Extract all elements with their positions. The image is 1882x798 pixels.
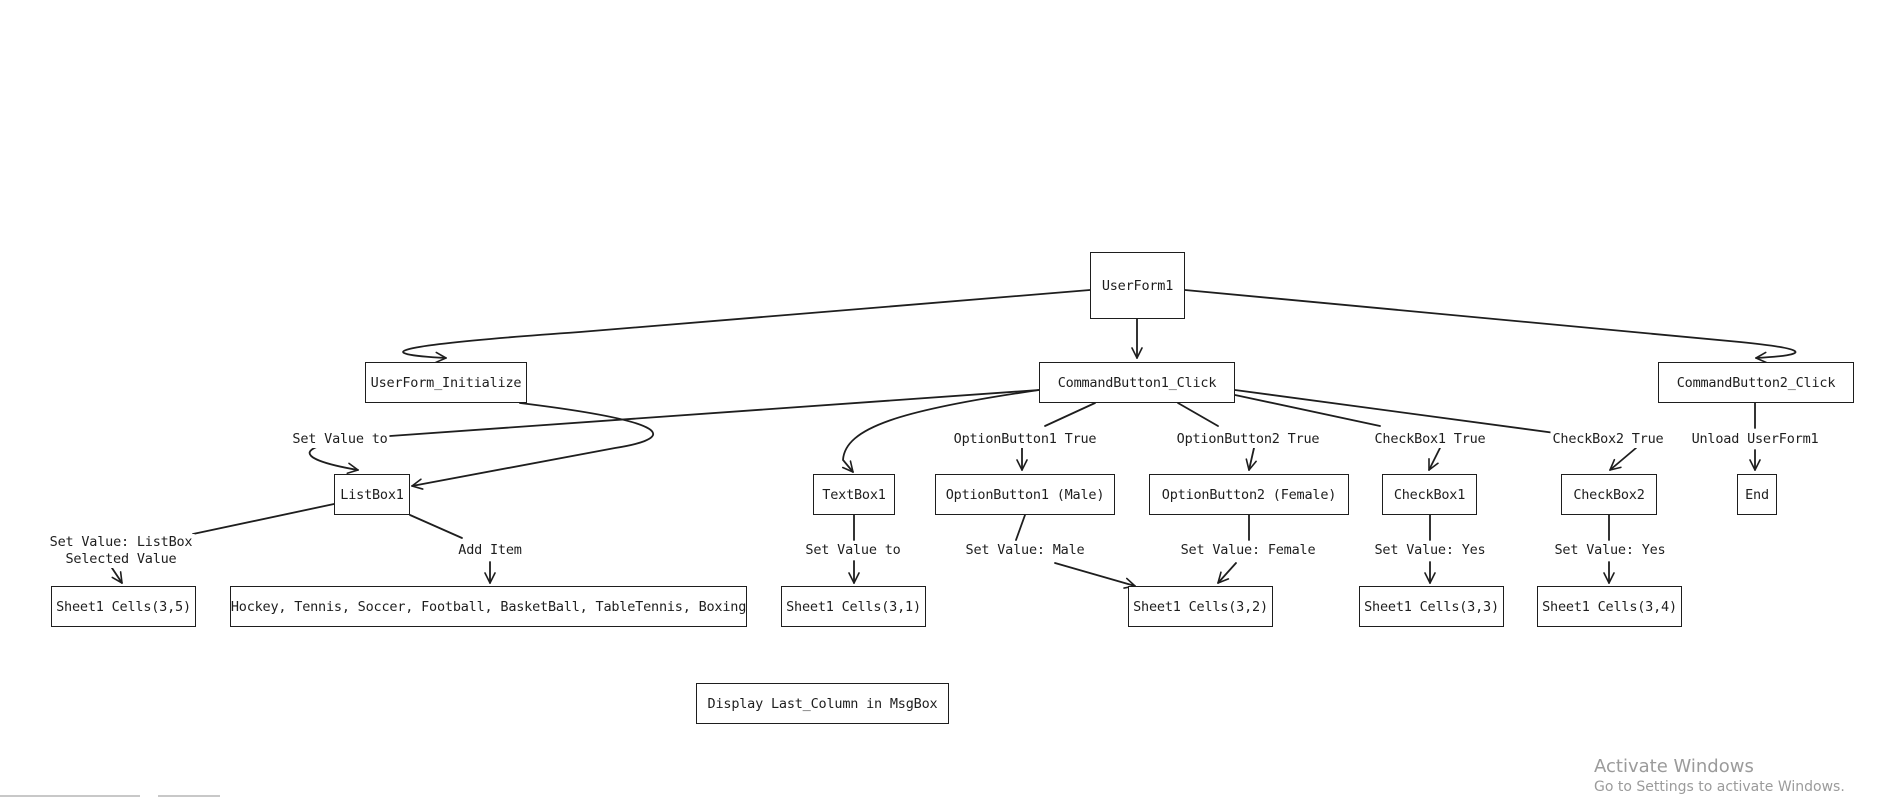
edge-label-set-value-female: Set Value: Female — [1178, 541, 1318, 559]
edge-ob2-label-to-box — [1245, 447, 1257, 471]
edge-male-to-cells32 — [1054, 562, 1136, 589]
activate-windows-watermark: Activate Windows Go to Settings to activ… — [1594, 756, 1845, 796]
node-sheet1-cells-3-4: Sheet1 Cells(3,4) — [1537, 586, 1682, 627]
edge-cb1-to-textbox — [841, 389, 1040, 473]
node-sheet1-cells-3-1: Sheet1 Cells(3,1) — [781, 586, 926, 627]
node-commandbutton1-click: CommandButton1_Click — [1039, 362, 1235, 403]
edge-cb1-to-cbx2 — [1234, 389, 1556, 434]
edge-ob1-to-male — [1015, 514, 1026, 541]
edge-label-checkbox1-true: CheckBox1 True — [1372, 430, 1488, 448]
node-userform-initialize: UserForm_Initialize — [365, 362, 527, 403]
edge-cbx2-label-to-box — [1609, 447, 1637, 471]
edge-label-add-item: Add Item — [456, 541, 524, 559]
watermark-subtitle: Go to Settings to activate Windows. — [1594, 779, 1845, 795]
node-sheet1-cells-3-3: Sheet1 Cells(3,3) — [1359, 586, 1504, 627]
node-optionbutton2-female: OptionButton2 (Female) — [1149, 474, 1349, 515]
edge-uf1-to-init — [402, 289, 1091, 364]
node-sheet1-cells-3-5: Sheet1 Cells(3,5) — [51, 586, 196, 627]
node-sports-items: Hockey, Tennis, Soccer, Football, Basket… — [230, 586, 747, 627]
edge-cb1-to-cbx1 — [1234, 394, 1381, 427]
node-listbox1: ListBox1 — [334, 474, 410, 515]
taskbar-fragment — [158, 795, 220, 797]
edge-cb1-to-ob1 — [1044, 402, 1096, 427]
node-checkbox1: CheckBox1 — [1382, 474, 1477, 515]
edge-uf1-to-cb2 — [1184, 289, 1797, 364]
edge-cbx1-label-to-box — [1428, 447, 1441, 471]
node-commandbutton2-click: CommandButton2_Click — [1658, 362, 1854, 403]
edge-label-set-value-yes-2: Set Value: Yes — [1552, 541, 1668, 559]
edge-label-set-value-male: Set Value: Male — [963, 541, 1087, 559]
edge-label-set-value-to-listbox: Set Value to — [290, 430, 390, 448]
edge-female-to-cells32 — [1217, 562, 1237, 584]
node-end: End — [1737, 474, 1777, 515]
edge-label-unload-userform1: Unload UserForm1 — [1689, 430, 1821, 448]
edge-label-optionbutton1-true: OptionButton1 True — [951, 430, 1099, 448]
edge-label-set-value-listbox-selected: Set Value: ListBox Selected Value — [47, 534, 195, 568]
node-textbox1: TextBox1 — [813, 474, 895, 515]
edge-label-set-value-yes-1: Set Value: Yes — [1372, 541, 1488, 559]
node-sheet1-cells-3-2: Sheet1 Cells(3,2) — [1128, 586, 1273, 627]
edge-selected-to-cells35 — [109, 564, 123, 584]
edge-listbox-to-selected — [192, 503, 335, 535]
edge-label-optionbutton2-true: OptionButton2 True — [1174, 430, 1322, 448]
node-userform1: UserForm1 — [1090, 252, 1185, 319]
edge-listbox-to-additem — [409, 514, 463, 539]
node-checkbox2: CheckBox2 — [1561, 474, 1657, 515]
edge-label-set-value-to-sheet: Set Value to — [803, 541, 903, 559]
edge-init-to-listbox — [411, 402, 654, 490]
watermark-title: Activate Windows — [1594, 756, 1754, 777]
edge-cb1-to-ob2 — [1177, 402, 1219, 427]
node-optionbutton1-male: OptionButton1 (Male) — [935, 474, 1115, 515]
taskbar-fragment — [0, 795, 140, 797]
edge-label-checkbox2-true: CheckBox2 True — [1550, 430, 1666, 448]
node-display-last-column: Display Last_Column in MsgBox — [696, 683, 949, 724]
